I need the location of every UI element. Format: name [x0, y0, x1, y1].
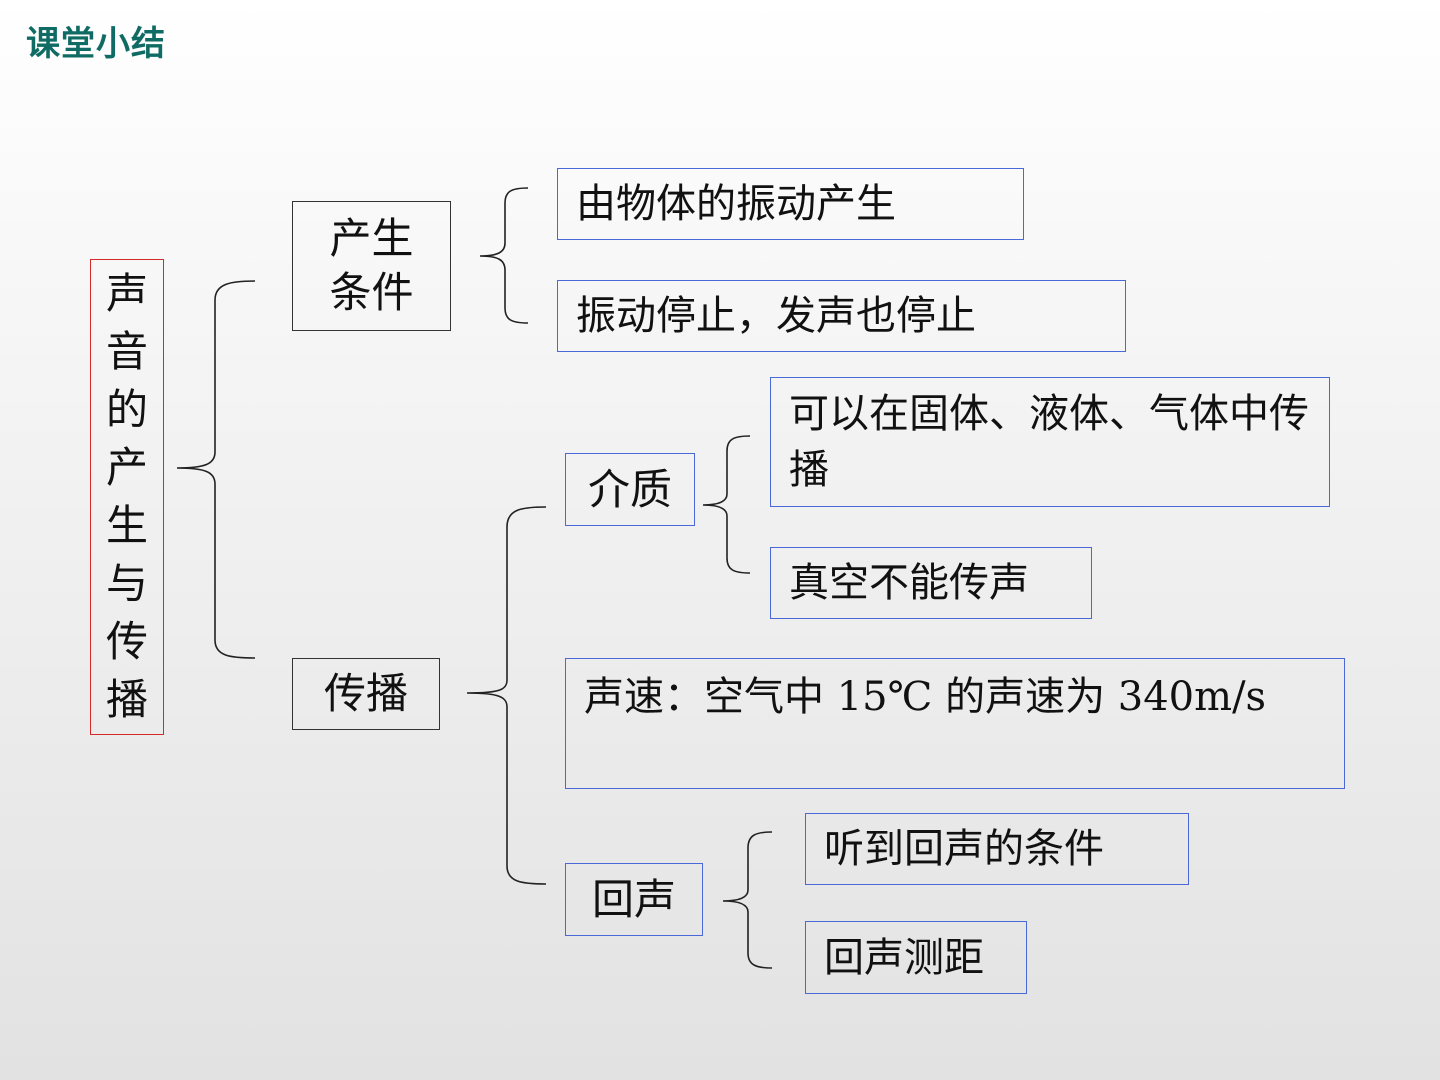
echo-item: 回声测距 — [805, 921, 1027, 994]
root-char: 播 — [105, 675, 148, 724]
echo-node: 回声 — [565, 863, 703, 936]
propagation-node: 传播 — [292, 658, 440, 730]
root-char: 音 — [105, 327, 148, 376]
root-char: 产 — [105, 443, 148, 492]
echo-brace — [722, 831, 773, 969]
production-label-line2: 条件 — [329, 268, 414, 317]
root-char: 的 — [105, 385, 148, 434]
propagation-brace — [466, 506, 547, 885]
production-brace — [479, 187, 529, 324]
production-item: 振动停止，发声也停止 — [557, 280, 1126, 352]
echo-item: 听到回声的条件 — [805, 813, 1189, 885]
production-item: 由物体的振动产生 — [557, 168, 1024, 240]
root-char: 与 — [105, 559, 148, 608]
slide-title: 课堂小结 — [26, 24, 166, 64]
medium-node: 介质 — [565, 453, 695, 526]
medium-item: 可以在固体、液体、气体中传播 — [770, 377, 1330, 507]
medium-item: 真空不能传声 — [770, 547, 1092, 619]
production-node: 产生 条件 — [292, 201, 451, 331]
root-brace — [176, 280, 256, 659]
root-node: 声 音 的 产 生 与 传 播 — [90, 259, 164, 735]
speed-item: 声速：空气中 15℃ 的声速为 340m/s — [565, 658, 1345, 789]
medium-brace — [702, 435, 751, 574]
root-char: 声 — [105, 269, 148, 318]
production-label-line1: 产生 — [329, 214, 414, 263]
root-char: 传 — [105, 617, 148, 666]
root-char: 生 — [105, 501, 148, 550]
